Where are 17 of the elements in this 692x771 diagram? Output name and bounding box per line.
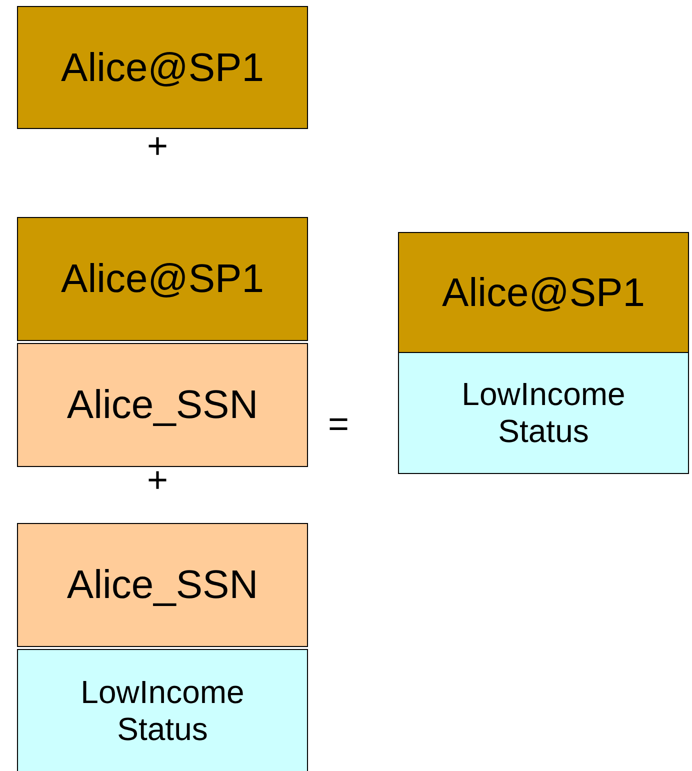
box-label: Alice@SP1 (61, 44, 264, 90)
name-box (17, 6, 308, 129)
status-box (17, 649, 308, 771)
equals-sign: = (328, 406, 350, 442)
name-box (398, 232, 689, 353)
box-label: LowIncome Status (80, 674, 246, 748)
box-label: LowIncome Status (460, 376, 626, 450)
status-box (398, 352, 689, 474)
plus-sign: + (147, 462, 168, 498)
box-label: Alice_SSN (66, 562, 258, 608)
name-box (17, 343, 308, 467)
name-box (17, 217, 308, 341)
box-label: Alice@SP1 (442, 270, 645, 316)
box-label: Alice_SSN (66, 382, 258, 428)
name-box (17, 523, 308, 647)
plus-sign: + (147, 128, 168, 164)
box-label: Alice@SP1 (61, 256, 264, 302)
